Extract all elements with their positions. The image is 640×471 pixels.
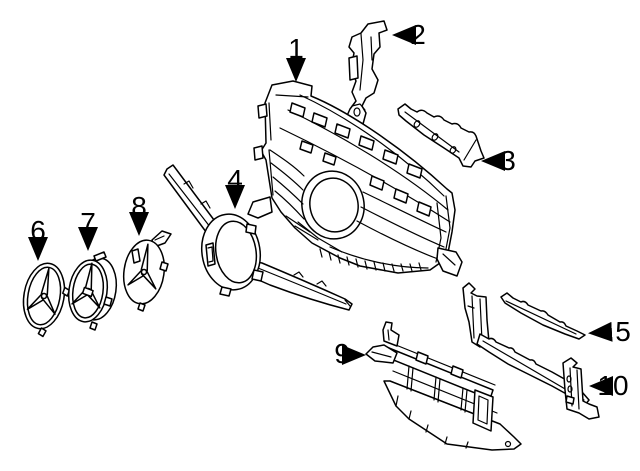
callout-1-label[interactable]: 1 [288, 33, 304, 64]
callout-10-label[interactable]: 10 [597, 370, 629, 401]
emblem-base-plate-drawing [122, 230, 172, 312]
callout-5-arrow [588, 321, 613, 342]
callout-arrows [28, 25, 613, 396]
lower-shutter-panel-drawing [365, 321, 522, 451]
callout-2-label[interactable]: 2 [410, 19, 426, 50]
lower-trim-strip-drawing [500, 292, 586, 340]
grille-clips-row1 [289, 102, 423, 179]
callout-5-label[interactable]: 5 [615, 316, 631, 347]
callout-9-label[interactable]: 9 [334, 338, 350, 369]
upper-bracket-drawing [345, 20, 388, 134]
side-bracket-drawing [562, 357, 600, 420]
grille-assembly-drawing [247, 80, 463, 277]
callout-6-label[interactable]: 6 [30, 215, 46, 246]
callout-3-label[interactable]: 3 [500, 145, 516, 176]
emblem-ring-drawing [22, 262, 71, 338]
callout-4-label[interactable]: 4 [227, 164, 243, 195]
callout-8-label[interactable]: 8 [131, 191, 147, 222]
grille-clips-row2 [299, 140, 432, 217]
star-emblem-drawing [67, 251, 118, 331]
center-trim-bar-drawing [163, 164, 353, 311]
callout-7-label[interactable]: 7 [80, 207, 96, 238]
